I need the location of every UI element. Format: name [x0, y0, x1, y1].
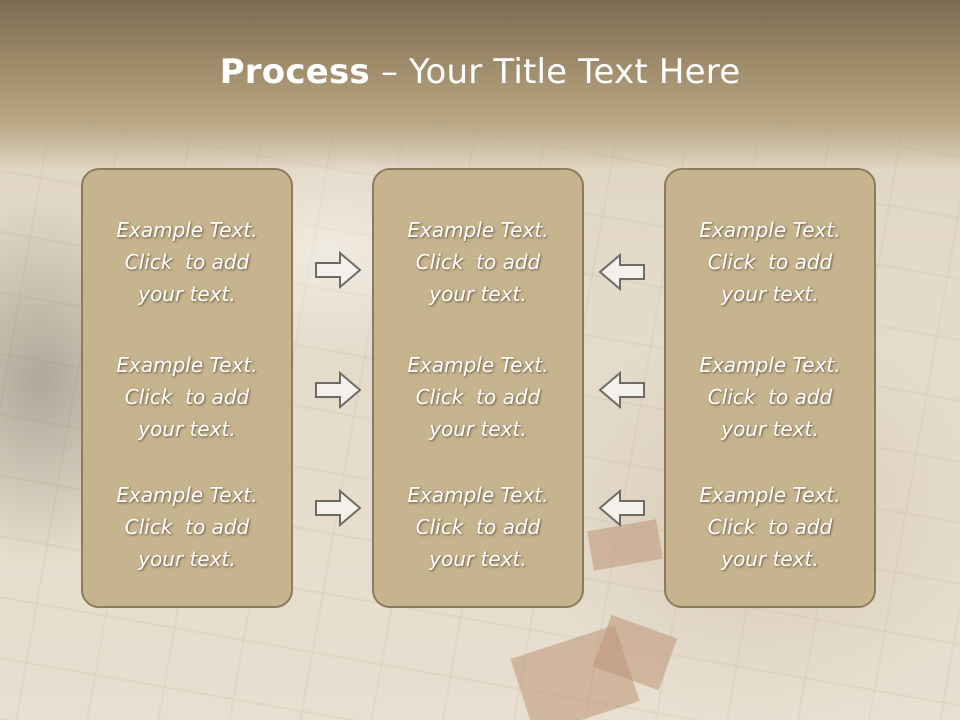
text-line: your text.: [138, 282, 236, 306]
arrow-right-icon[interactable]: [314, 371, 362, 409]
text-line: Example Text.: [407, 483, 549, 507]
text-line: Click to add: [415, 250, 541, 274]
arrow-right-icon[interactable]: [314, 489, 362, 527]
text-placeholder[interactable]: Example Text. Click to add your text.: [666, 479, 874, 575]
arrow-left-icon[interactable]: [598, 371, 646, 409]
text-line: your text.: [429, 417, 527, 441]
slide-title[interactable]: Process – Your Title Text Here: [0, 52, 960, 92]
process-panel-center[interactable]: Example Text. Click to add your text. Ex…: [372, 168, 584, 608]
title-band: [0, 0, 960, 170]
text-line: Click to add: [124, 385, 250, 409]
text-line: Click to add: [415, 385, 541, 409]
text-placeholder[interactable]: Example Text. Click to add your text.: [83, 214, 291, 310]
title-bold: Process: [219, 52, 370, 92]
text-line: your text.: [721, 417, 819, 441]
arrow-left-icon[interactable]: [598, 489, 646, 527]
text-line: Example Text.: [699, 353, 841, 377]
text-line: Example Text.: [116, 483, 258, 507]
process-panel-left[interactable]: Example Text. Click to add your text. Ex…: [81, 168, 293, 608]
text-line: Example Text.: [699, 483, 841, 507]
arrow-right-icon[interactable]: [314, 251, 362, 289]
text-placeholder[interactable]: Example Text. Click to add your text.: [374, 214, 582, 310]
text-line: your text.: [138, 547, 236, 571]
text-line: Example Text.: [699, 218, 841, 242]
text-line: Click to add: [124, 515, 250, 539]
text-line: Click to add: [415, 515, 541, 539]
text-placeholder[interactable]: Example Text. Click to add your text.: [83, 479, 291, 575]
text-line: Example Text.: [407, 353, 549, 377]
title-rest: – Your Title Text Here: [369, 52, 741, 92]
arrow-left-icon[interactable]: [598, 253, 646, 291]
text-line: Click to add: [707, 515, 833, 539]
text-line: Click to add: [707, 250, 833, 274]
process-panel-right[interactable]: Example Text. Click to add your text. Ex…: [664, 168, 876, 608]
text-line: Example Text.: [116, 353, 258, 377]
text-placeholder[interactable]: Example Text. Click to add your text.: [666, 214, 874, 310]
text-line: your text.: [721, 282, 819, 306]
text-line: your text.: [721, 547, 819, 571]
text-line: Click to add: [707, 385, 833, 409]
text-placeholder[interactable]: Example Text. Click to add your text.: [374, 479, 582, 575]
text-line: Example Text.: [116, 218, 258, 242]
text-placeholder[interactable]: Example Text. Click to add your text.: [374, 349, 582, 445]
text-line: your text.: [429, 282, 527, 306]
text-line: Click to add: [124, 250, 250, 274]
text-line: your text.: [429, 547, 527, 571]
text-placeholder[interactable]: Example Text. Click to add your text.: [83, 349, 291, 445]
text-placeholder[interactable]: Example Text. Click to add your text.: [666, 349, 874, 445]
text-line: Example Text.: [407, 218, 549, 242]
text-line: your text.: [138, 417, 236, 441]
